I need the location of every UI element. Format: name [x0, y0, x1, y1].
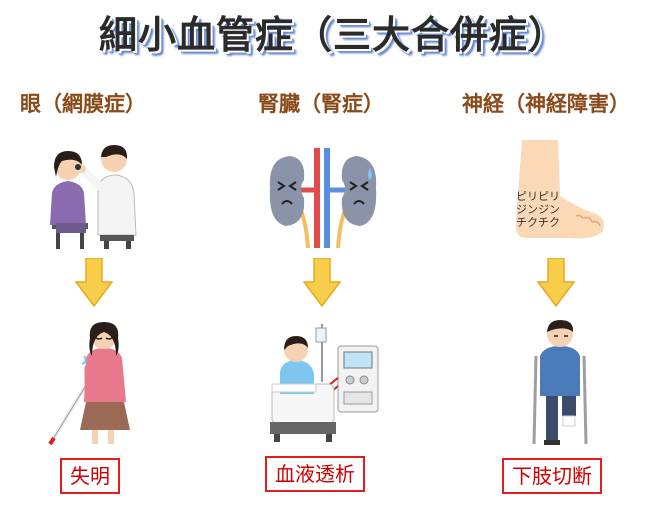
heading-eye: 眼（網膜症） [20, 92, 146, 116]
kidney-illustration [269, 148, 377, 248]
arrow-down-icon [536, 258, 576, 308]
foot-line-2: ジンジン [516, 203, 560, 216]
heading-nerve: 神経（神経障害） [462, 92, 630, 116]
page-title: 細小血管症（三大合併症） [98, 13, 567, 57]
foot-line-1: ピリピリ [516, 190, 560, 203]
foot-illustration [515, 140, 604, 239]
outcome-box-dialysis: 血液透析 [265, 456, 365, 492]
blind-woman-illustration [48, 322, 130, 446]
arrow-down-icon [302, 258, 342, 308]
amputee-illustration [532, 320, 588, 445]
arrow-down-icon [74, 258, 114, 308]
heading-kidney: 腎臓（腎症） [258, 92, 384, 116]
outcome-box-blindness: 失明 [60, 458, 120, 494]
outcome-box-amputation: 下肢切断 [502, 458, 602, 494]
eye-exam-illustration [50, 145, 137, 249]
foot-sensation-text: ピリピリ ジンジン チクチク [516, 190, 560, 229]
foot-line-3: チクチク [516, 216, 560, 229]
dialysis-illustration [270, 324, 379, 442]
